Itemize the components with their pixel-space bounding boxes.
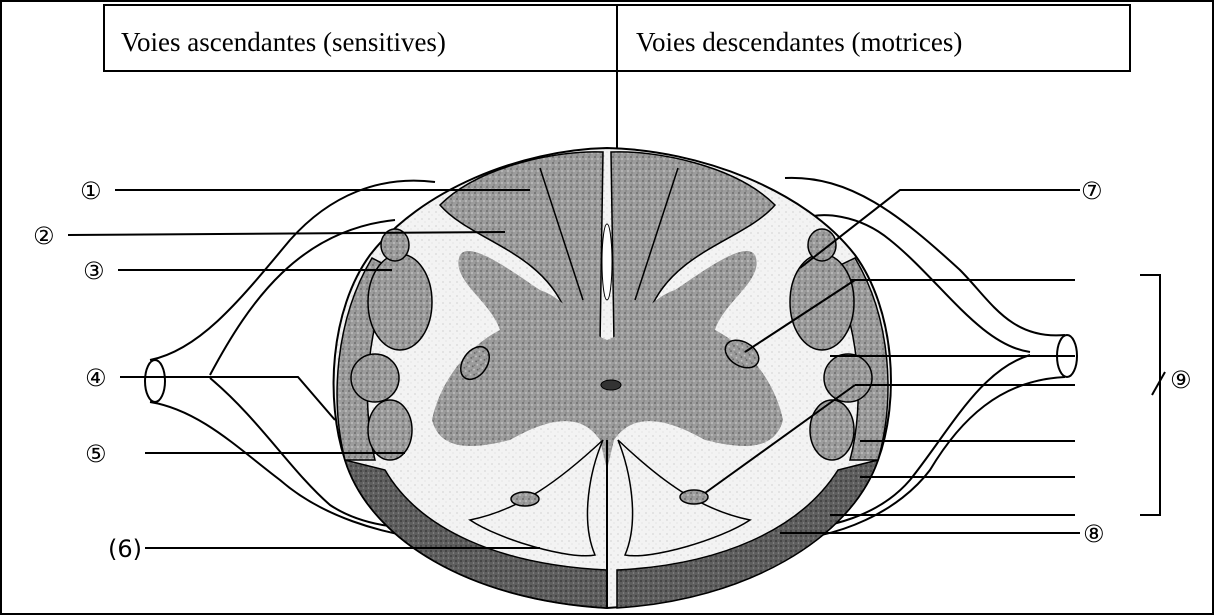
label-1: ① (80, 177, 102, 205)
label-7: ⑦ (1081, 177, 1103, 205)
right-tract-oval-top (808, 229, 836, 261)
label-5: ⑤ (85, 440, 107, 468)
header-ascending-label: Voies ascendantes (sensitives) (121, 27, 446, 57)
spinal-cord (334, 148, 891, 608)
right-ventral-oval (680, 490, 708, 504)
left-ventral-oval (511, 492, 539, 506)
label-8: ⑧ (1083, 520, 1105, 548)
left-tract-oval-middle (351, 354, 399, 402)
central-canal (601, 380, 621, 390)
left-tract-oval-lower (368, 400, 412, 460)
right-tract-oval-middle (824, 354, 872, 402)
right-tract-oval-lower (810, 400, 854, 460)
left-tract-oval-upper (368, 254, 432, 350)
label-6: (6) (108, 535, 142, 563)
header-descending-label: Voies descendantes (motrices) (636, 27, 962, 57)
label-3: ③ (83, 257, 105, 285)
label-9: ⑨ (1170, 366, 1192, 394)
label-4: ④ (85, 364, 107, 392)
label-2: ② (33, 222, 55, 250)
header-table: Voies ascendantes (sensitives) Voies des… (104, 5, 1130, 71)
